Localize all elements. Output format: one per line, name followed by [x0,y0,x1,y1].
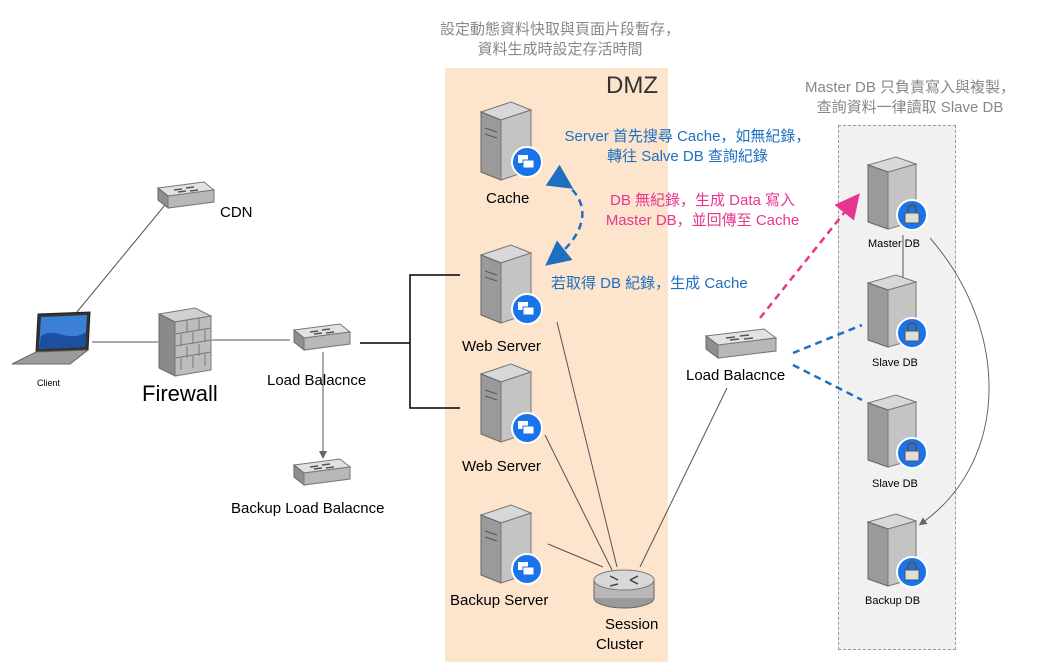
link-session-lb2 [639,387,728,568]
backup-load-balancer-label: Backup Load Balacnce [231,500,385,517]
backup-db-label: Backup DB [865,595,921,607]
slave-db-1-label: Slave DB [872,357,918,369]
db-load-balancer-label: Load Balacnce [686,367,786,384]
link-master-backup [918,237,990,526]
cache-note-line-2: 轉往 Salve DB 查詢紀錄 [607,148,768,165]
cache-note-line-1: Server 首先搜尋 Cache，如無紀錄， [564,128,811,145]
link-lb2-slave1 [792,323,863,355]
slave-db-1-icon [862,273,937,358]
session-label-1: Session [605,616,659,633]
db-note-line-2: 查詢資料一律讀取 Slave DB [816,99,1004,116]
db-load-balancer-icon [700,327,780,366]
cache-server-icon [473,100,548,190]
firewall-label: Firewall [142,381,218,406]
bracket [409,274,460,409]
write-note: DB 無紀錄，生成 Data 寫入 Master DB，並回傳至 Cache [590,191,815,231]
link-client-cdn [71,204,166,319]
gen-cache-note: 若取得 DB 紀錄，生成 Cache [551,275,748,292]
top-note: 設定動態資料快取與頁面片段暫存， 資料生成時設定存活時間 [400,20,720,60]
cache-note: Server 首先搜尋 Cache，如無紀錄， 轉往 Salve DB 查詢紀錄 [545,127,830,167]
web-server-2-icon [473,362,548,452]
web-server-1-label: Web Server [462,338,541,355]
arrow-cache-web [545,164,584,266]
session-label-2: Cluster [596,636,644,653]
load-balancer-icon [288,322,352,357]
top-note-line-2: 資料生成時設定存活時間 [477,41,643,58]
write-note-line-2: Master DB，並回傳至 Cache [605,212,800,229]
link-web2-session [544,434,613,571]
slave-db-2-label: Slave DB [872,478,918,490]
link-lb2-slave2 [792,363,863,402]
db-note-line-1: Master DB 只負責寫入與複製， [804,79,1015,96]
master-db-label: Master DB [868,238,920,250]
db-note: Master DB 只負責寫入與複製， 查詢資料一律讀取 Slave DB [780,78,1040,118]
firewall-icon [155,306,215,383]
backup-server-icon [473,503,548,593]
web-server-1-icon [473,243,548,333]
session-cluster-icon [590,562,658,617]
cdn-switch-icon [152,180,216,215]
backup-load-balancer-icon [288,457,352,492]
backup-db-icon [862,512,937,597]
master-db-icon [862,155,937,240]
cdn-label: CDN [220,204,253,221]
dmz-title: DMZ [606,72,658,99]
write-note-line-1: DB 無紀錄，生成 Data 寫入 [609,192,796,209]
top-note-line-1: 設定動態資料快取與頁面片段暫存， [439,21,680,38]
client-label: Client [37,378,61,388]
slave-db-2-icon [862,393,937,478]
link-web1-session [556,321,618,568]
link-backup-session [547,543,604,568]
load-balancer-label: Load Balacnce [267,372,367,389]
backup-server-label: Backup Server [450,592,549,609]
web-server-2-label: Web Server [462,458,541,475]
client-laptop-icon [8,310,96,371]
cache-label: Cache [486,190,530,207]
arrow-to-master [759,193,860,319]
